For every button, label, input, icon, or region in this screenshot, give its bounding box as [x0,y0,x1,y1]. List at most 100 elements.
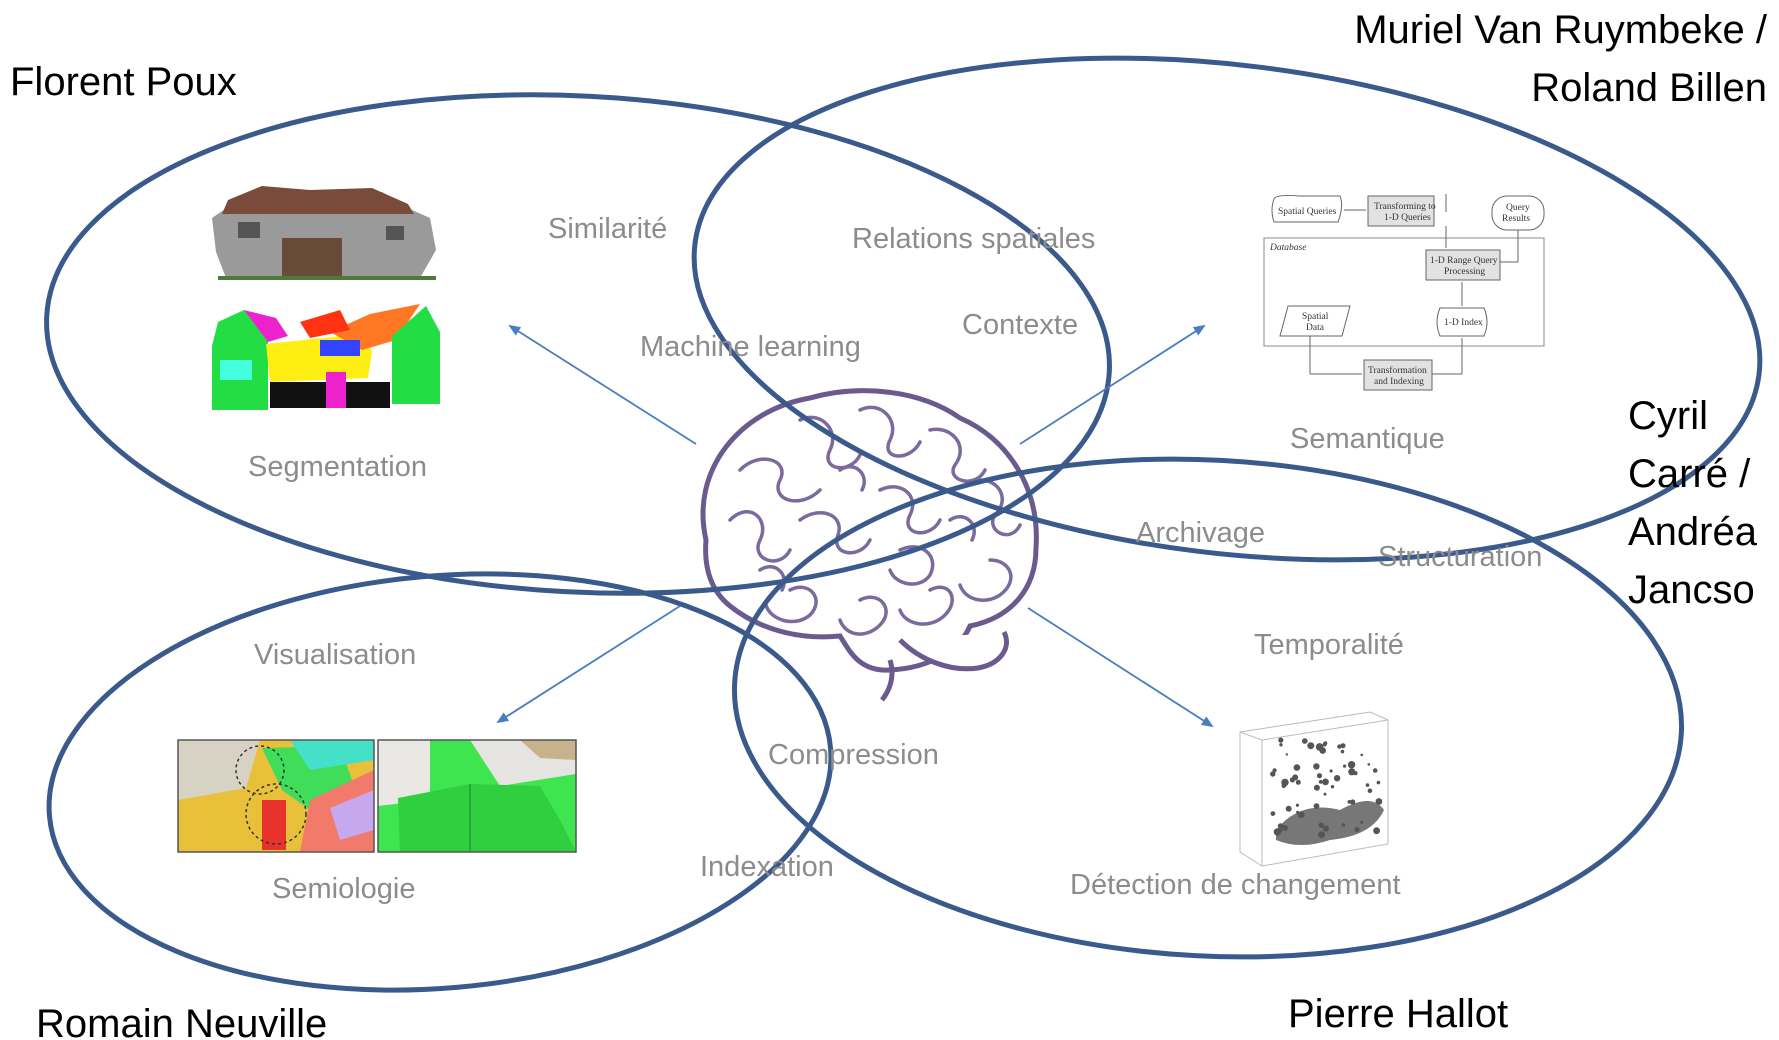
arrows [496,324,1214,728]
flow-range-query-2: Processing [1444,267,1485,277]
brain-illustration [700,388,1039,702]
scatter-dot [1279,743,1283,747]
scatter-dot [1278,828,1283,833]
query-flowchart-image: Spatial Queries Transforming to 1-D Quer… [1263,194,1545,391]
arrow-top-right [1019,324,1206,445]
scatter-dot [1313,803,1320,809]
scatter-dot [1375,798,1383,805]
scatter-dot [1376,780,1381,785]
topic-compression: Compression [768,739,939,771]
flow-index: 1-D Index [1444,318,1483,328]
scatter-dot [1297,811,1305,819]
flow-spatial-queries: Spatial Queries [1278,207,1337,217]
scatter-dot [1318,822,1325,828]
author-van-ruymbeke-line1: Muriel Van Ruymbeke / [1354,8,1767,52]
scatter-dot [1295,803,1299,807]
scatter-dot [1365,783,1370,787]
scatter-dot [1318,780,1323,784]
scatter-dot [1343,764,1347,768]
scatter-dot [1278,737,1284,743]
scatter-dot [1281,783,1287,789]
scatter-dot [1373,827,1380,835]
scatter-dot [1350,799,1356,805]
scatter-dot [1270,811,1276,816]
venn-ellipses [44,55,1763,993]
topic-relations-spatiales: Relations spatiales [852,223,1096,255]
scatter-dot [1316,773,1323,779]
scatter-dot [1367,788,1373,794]
topic-temporalite: Temporalité [1254,629,1404,661]
arrow-top-left [508,324,697,445]
topic-contexte: Contexte [962,309,1079,341]
scatter-dot [1341,823,1346,827]
arrow-bottom-right [1027,607,1214,728]
scatter-dot [1295,779,1301,785]
scatter-dot [1293,764,1301,771]
topic-structuration: Structuration [1378,541,1543,573]
flow-query-results-1: Query [1506,203,1530,213]
flow-database: Database [1269,243,1306,253]
scatter-dot [1372,768,1378,773]
render-images [177,739,577,853]
flow-transformation-1: Transformation [1368,365,1427,376]
scatter-dot [1313,784,1320,791]
scatter-dot [1340,749,1345,754]
scatter-dot [1347,761,1356,769]
scatter-dot [1285,753,1289,756]
scatter-dot [1277,823,1284,829]
scatter-dot [1354,826,1360,833]
flow-spatial-data-1: Spatial [1302,312,1329,322]
flow-query-results-2: Results [1502,214,1530,224]
author-pierre-hallot: Pierre Hallot [1288,992,1509,1036]
flow-transformation-2: and Indexing [1374,377,1424,387]
scatter-dot [1318,831,1325,839]
flow-transforming-2: 1-D Queries [1384,213,1431,223]
ellipse-bottom-left [46,571,834,993]
author-billen-line2: Roland Billen [1531,66,1767,110]
topic-machine-learning: Machine learning [640,331,861,363]
ellipse-top-left [44,92,1112,596]
scatter-dot [1285,805,1292,812]
flow-spatial-data-2: Data [1306,323,1325,333]
flow-range-query-1: 1-D Range Query [1430,256,1498,266]
house-segmented-image [212,304,440,410]
scatter-dot [1337,744,1342,749]
author-romain-neuville: Romain Neuville [36,1002,328,1040]
ellipse-top-right [691,55,1763,563]
scatter-dot [1329,769,1333,773]
topic-segmentation: Segmentation [248,451,427,483]
topic-detection-changement: Détection de changement [1070,869,1401,901]
topic-semantique: Semantique [1290,423,1445,455]
author-carre-line2: Carré / [1628,452,1751,496]
scatter-dot [1282,825,1288,831]
topic-similarite: Similarité [548,213,668,245]
scatter-dot [1347,800,1352,804]
scatter-dot [1360,820,1364,824]
scatter-dot [1330,785,1335,789]
topic-visualisation: Visualisation [254,639,417,671]
scatter-dot [1348,768,1356,776]
house-pointcloud-image [212,186,436,280]
scatter-dot [1367,763,1371,766]
scatter-dot [1360,753,1363,757]
scatter-dot [1319,747,1326,754]
arrow-bottom-left [496,605,681,724]
scatter-dot [1307,742,1315,750]
author-jancso-line4: Jancso [1628,568,1755,612]
topic-semiologie: Semiologie [272,873,416,905]
topic-archivage: Archivage [1136,517,1265,549]
scatter-dot [1323,792,1327,796]
author-jancso-line3: Andréa [1628,510,1757,554]
scatter-dot [1322,778,1329,786]
flow-transforming-1: Transforming to [1374,201,1436,212]
scatter-dot [1313,763,1320,770]
topic-indexation: Indexation [700,851,834,883]
author-florent-poux: Florent Poux [10,60,237,104]
scatter-dot [1322,742,1327,747]
scatter-dot [1333,775,1341,782]
scatter-dot [1322,825,1329,832]
scatter-3d-image [1239,711,1389,867]
author-carre-line1: Cyril [1628,394,1708,438]
